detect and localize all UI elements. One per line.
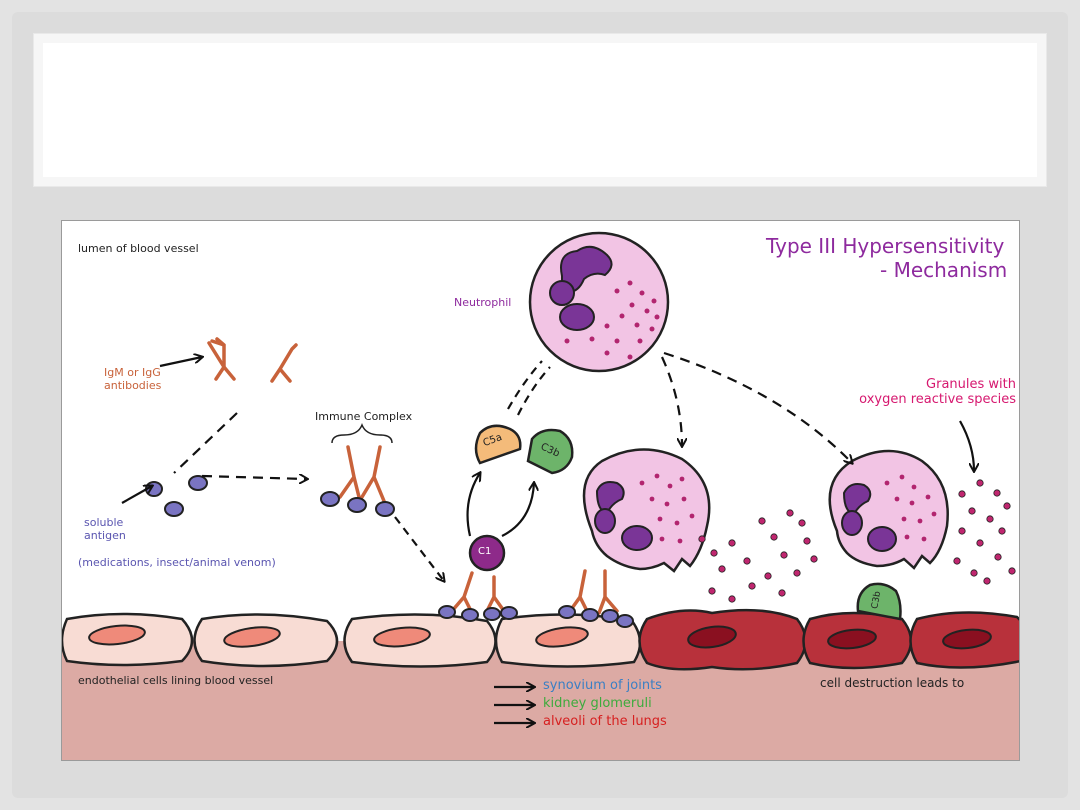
c5a-icon — [474, 424, 522, 465]
granules-label: Granules with oxygen reactive species — [859, 377, 1016, 407]
diagram-title-line1: Type III Hypersensitivity — [766, 234, 1005, 258]
c3b-icon — [526, 428, 574, 475]
neutrophil-granules — [564, 280, 660, 360]
healthy-cell-nuclei — [88, 624, 589, 648]
target-synovium: synovium of joints — [543, 678, 662, 693]
target-kidney: kidney glomeruli — [543, 696, 652, 711]
target-alveoli: alveoli of the lungs — [543, 714, 667, 729]
type3-hypersensitivity-diagram: lumen of blood vessel Type III Hypersens… — [61, 220, 1020, 761]
degranulating-neutrophil — [828, 449, 949, 570]
released-granules — [698, 479, 1016, 603]
degranulating-neutrophil-granules — [884, 474, 937, 542]
c1-icon — [468, 534, 506, 572]
antibody-label: IgM or IgG antibodies — [104, 366, 162, 392]
diagram-title-line2: - Mechanism — [880, 258, 1008, 282]
destruction-label: cell destruction leads to — [820, 676, 965, 690]
immune-complex — [320, 422, 395, 517]
attached-neutrophil — [582, 448, 711, 573]
neutrophil-label: Neutrophil — [454, 296, 512, 309]
c1-label: C1 — [478, 546, 492, 557]
pathway-arrows — [121, 351, 974, 723]
lumen-label: lumen of blood vessel — [78, 242, 199, 255]
c3b-bound-icon — [856, 582, 902, 621]
bound-immune-complex — [438, 534, 518, 622]
title-placeholder-inner — [43, 43, 1037, 177]
attached-neutrophil-granules — [639, 473, 695, 544]
antigen-examples: (medications, insect/animal venom) — [78, 556, 276, 569]
neutrophil-icon — [528, 231, 670, 373]
endothelial-label: endothelial cells lining blood vessel — [78, 674, 274, 687]
immune-complex-label: Immune Complex — [315, 410, 413, 423]
receptor-bound-complex — [558, 569, 634, 628]
free-antibodies — [207, 337, 298, 383]
damaged-cell-nuclei — [687, 625, 992, 650]
antigen-label: soluble antigen — [84, 516, 126, 542]
slide-title-placeholder[interactable] — [33, 33, 1047, 187]
free-antigens — [145, 475, 208, 517]
